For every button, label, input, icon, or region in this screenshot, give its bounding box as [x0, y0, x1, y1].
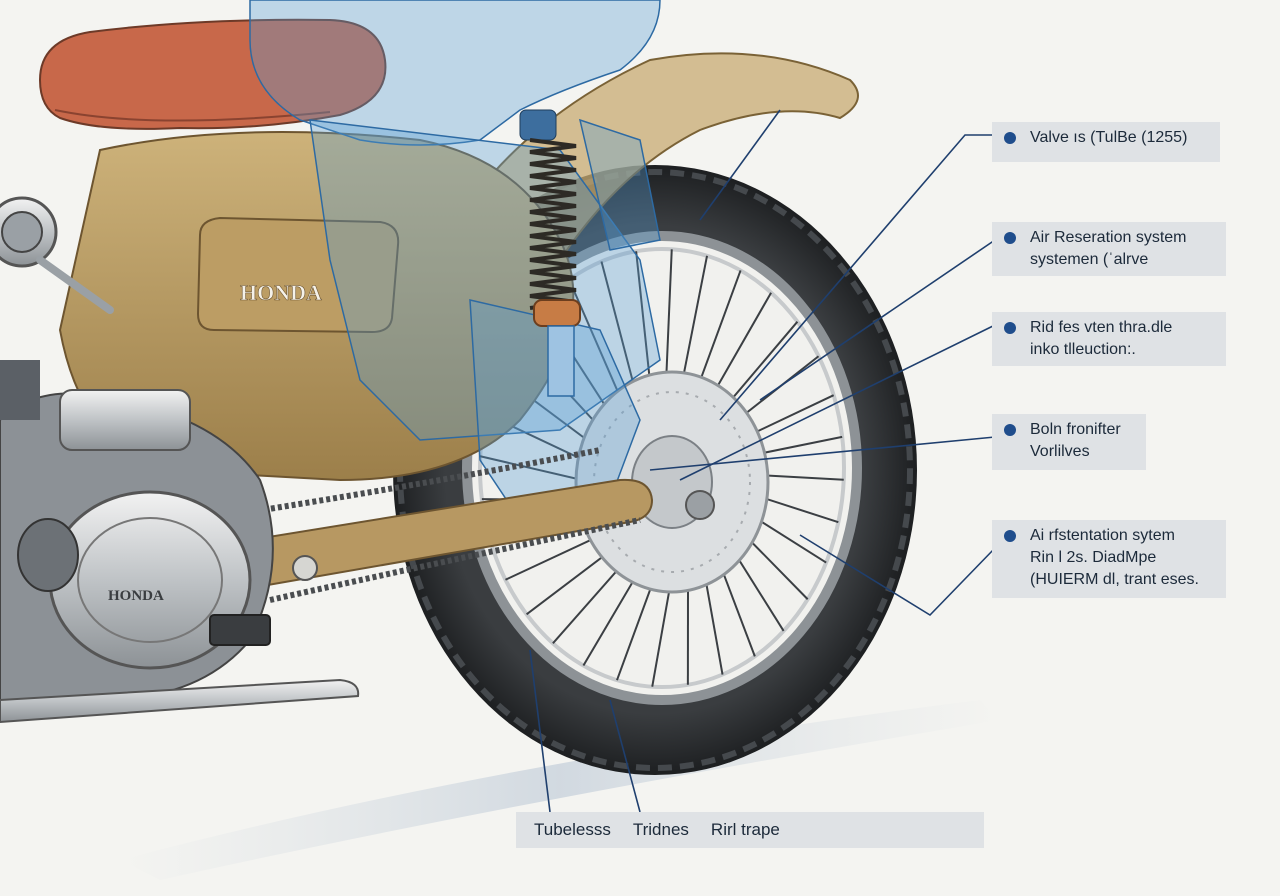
tank-logo: HONDA: [240, 280, 322, 305]
callout-subtext: systemen (ˈalrve: [1030, 251, 1149, 268]
xray-overlay: [249, 0, 661, 521]
bullet-dot: [1004, 232, 1016, 244]
callout-text: Rid fes vten thra.dle: [1030, 319, 1173, 336]
engine: HONDA: [0, 360, 274, 701]
callout-rid: Rid fes vten thra.dle inko tlleuction:.: [992, 312, 1226, 366]
bottom-label-bar: Tubelesss Tridnes Rirl trape: [516, 812, 984, 848]
callout-text: Ai rfstentation sytem: [1030, 527, 1175, 544]
callout-subtext: Vorlilves: [1030, 443, 1090, 460]
footpeg: [209, 614, 271, 646]
shock-spring: [529, 138, 577, 310]
bottom-label-rirl-trape: Rirl trape: [710, 820, 780, 839]
ground-shadow: [120, 700, 1000, 880]
bullet-dot: [1004, 424, 1016, 436]
exhaust-pipe: [0, 678, 360, 724]
bottom-label-tubeless: Tubelesss: [534, 820, 611, 839]
callout-text: Valve ıs (TulBe (1255): [1030, 129, 1188, 146]
seat: [38, 18, 387, 130]
callout-valves: Valve ıs (TulBe (1255): [992, 122, 1220, 162]
callout-text: Boln fronifter: [1030, 421, 1121, 438]
bullet-dot: [1004, 132, 1016, 144]
side-cover: [196, 216, 400, 334]
callout-subtext: inko tlleuction:.: [1030, 341, 1136, 358]
callout-subtext: (HUIERM dl, trant eses.: [1030, 571, 1199, 588]
callout-boln: Boln fronifter Vorlilves: [992, 414, 1146, 470]
axle-nut: [685, 490, 715, 520]
callout-subtext: Rin l 2s. DiadMpe: [1030, 549, 1157, 566]
leader-lines: [529, 109, 996, 813]
callout-air-reservation: Air Reseration system systemen (ˈalrve: [992, 222, 1226, 276]
bullet-dot: [1004, 322, 1016, 334]
drive-chain: [249, 447, 641, 603]
mirror: [0, 196, 114, 314]
callout-air-fstentation: Ai rfstentation sytem Rin l 2s. DiadMpe …: [992, 520, 1226, 598]
rear-shock: [519, 109, 581, 397]
bullet-dot: [1004, 530, 1016, 542]
engine-logo: HONDA: [108, 588, 164, 604]
callout-text: Air Reseration system: [1030, 229, 1187, 246]
bottom-label-tridnes: Tridnes: [632, 820, 689, 839]
